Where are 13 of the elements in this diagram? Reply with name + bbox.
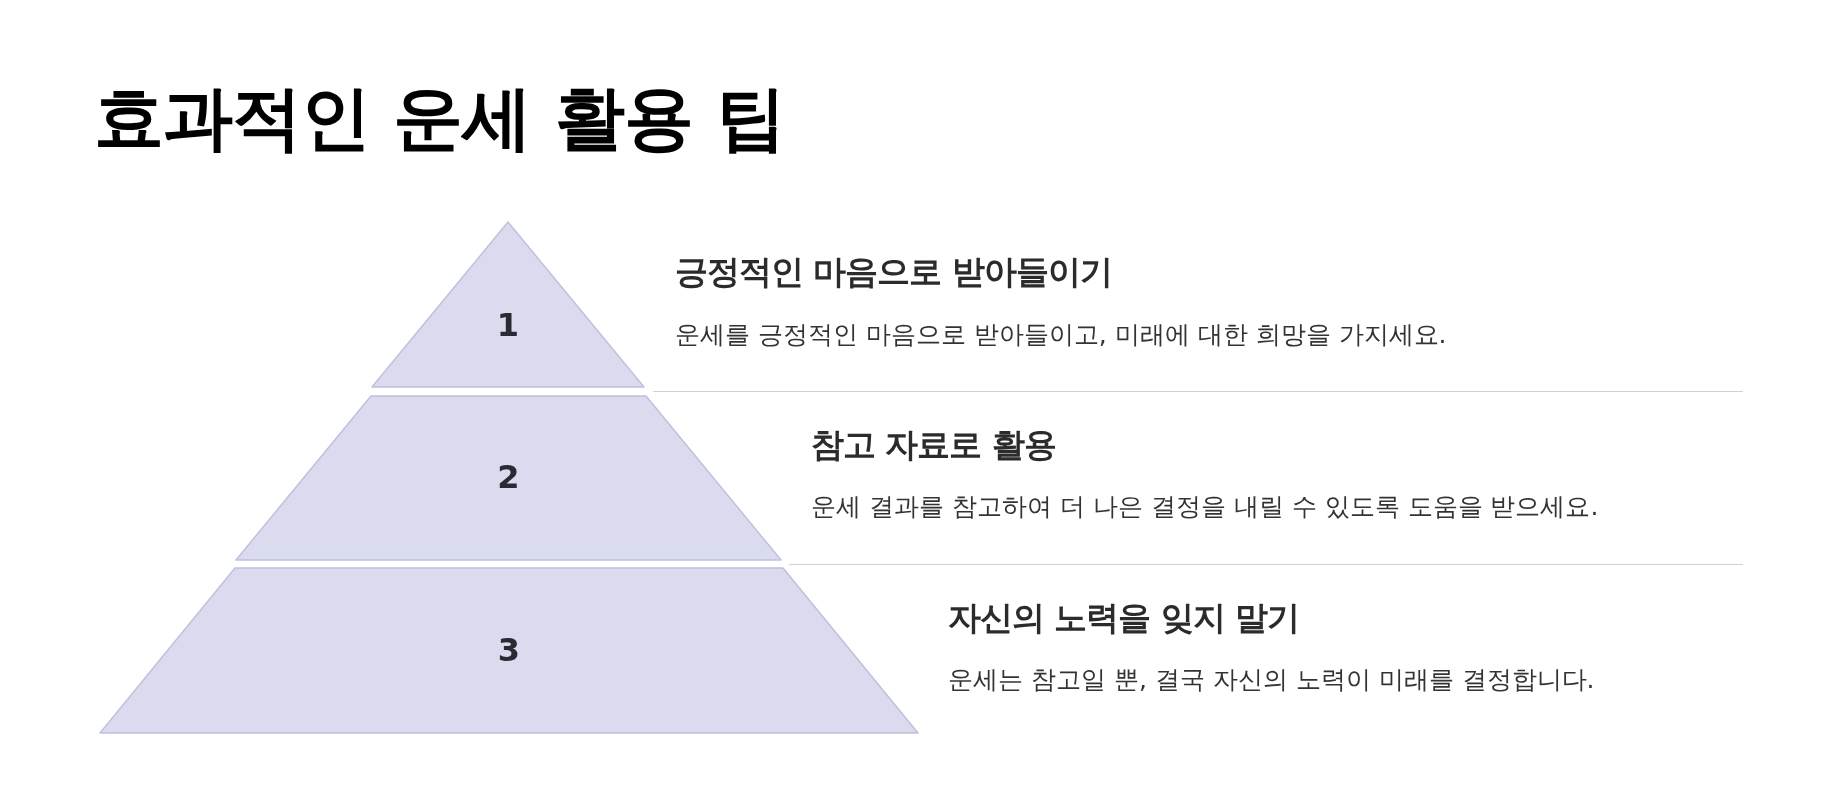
tier-description: 운세를 긍정적인 마음으로 받아들이고, 미래에 대한 희망을 가지세요. bbox=[675, 320, 1447, 350]
pyramid-tier bbox=[371, 221, 645, 388]
tier-description: 운세 결과를 참고하여 더 나은 결정을 내릴 수 있도록 도움을 받으세요. bbox=[811, 492, 1599, 522]
tier-heading: 긍정적인 마음으로 받아들이기 bbox=[675, 252, 1112, 292]
tier-number: 2 bbox=[497, 457, 520, 497]
tier-number: 1 bbox=[496, 305, 520, 345]
tier-heading: 자신의 노력을 잊지 말기 bbox=[948, 598, 1300, 638]
tier-number: 3 bbox=[497, 630, 521, 670]
pyramid-tier bbox=[99, 567, 919, 734]
title: 효과적인 운세 활용 팁 bbox=[94, 76, 786, 160]
tier-heading: 참고 자료로 활용 bbox=[811, 425, 1056, 465]
tier-description: 운세는 참고일 뿐, 결국 자신의 노력이 미래를 결정합니다. bbox=[948, 665, 1595, 695]
pyramid-tier bbox=[235, 395, 782, 561]
